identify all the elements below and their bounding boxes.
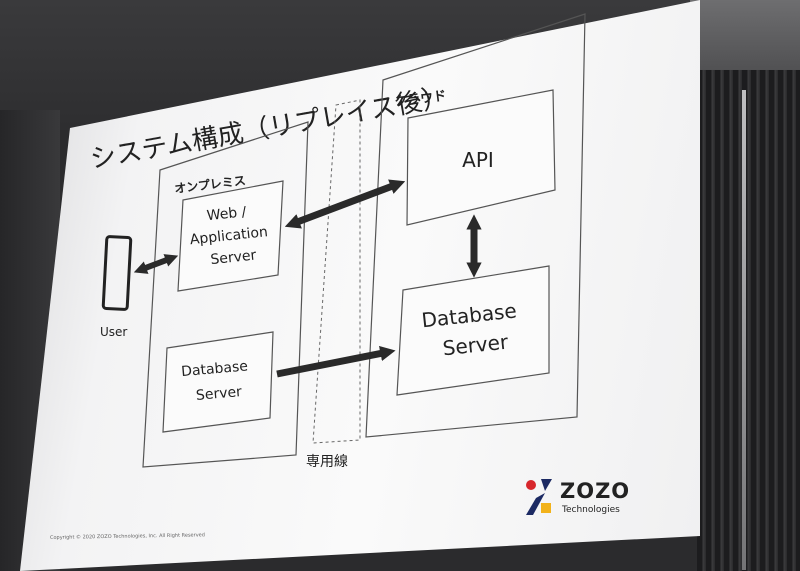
- logo-sub: Technologies: [561, 505, 620, 515]
- api-label: API: [462, 148, 494, 172]
- user-phone-icon: [101, 235, 133, 311]
- footer-copyright: Copyright © 2020 ZOZO Technologies, Inc.…: [50, 531, 205, 541]
- user-label: User: [100, 325, 127, 339]
- onprem-db-server-label-line1: Database: [181, 358, 249, 380]
- zozo-logo: ZOZO Technologies: [526, 479, 630, 515]
- logo-name: ZOZO: [560, 479, 630, 503]
- arrow-onprem-db-to-cloud-db: [276, 345, 396, 378]
- onprem-container: [142, 121, 309, 468]
- api-box: [406, 89, 556, 226]
- web-app-server-label-line3: Server: [210, 247, 258, 268]
- cloud-label: クラウド: [394, 89, 447, 110]
- cloud-db-server-box: [396, 265, 550, 396]
- window-blinds: [697, 70, 800, 571]
- dedicated-line-band: [312, 99, 361, 444]
- logo-navy-slash-icon: [526, 493, 545, 515]
- logo-red-dot-icon: [526, 480, 536, 490]
- web-app-server-label: Web / Application Server: [187, 202, 276, 270]
- ceiling-panel: [690, 0, 800, 80]
- arrow-user-to-webapp: [133, 254, 179, 274]
- logo-navy-check-icon: [541, 479, 552, 491]
- web-app-server-label-line1: Web /: [206, 204, 247, 224]
- window-light: [742, 90, 746, 570]
- onprem-db-server-label-line2: Server: [195, 384, 242, 404]
- onprem-db-server-box: [162, 331, 274, 433]
- arrow-webapp-to-api: [284, 179, 406, 229]
- onprem-db-server-label: Database Server: [181, 358, 256, 405]
- dedicated-line-label: 専用線: [306, 454, 348, 470]
- cloud-container: [365, 13, 586, 438]
- logo-yellow-square-icon: [541, 503, 551, 513]
- web-app-server-box: [177, 180, 284, 292]
